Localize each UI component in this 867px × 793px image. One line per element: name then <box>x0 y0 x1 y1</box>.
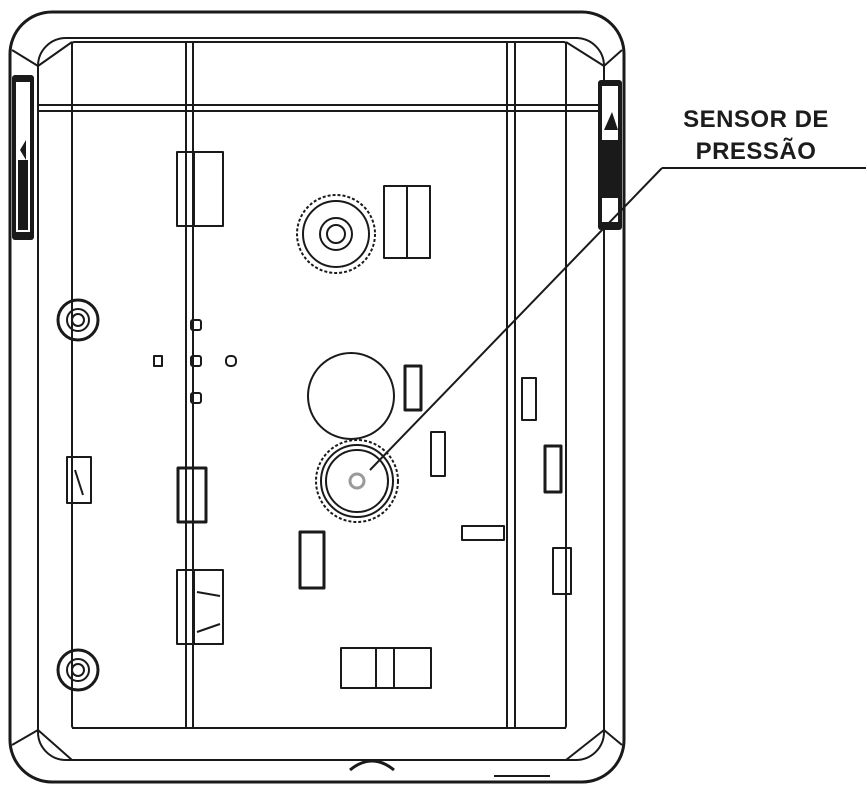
screw-boss-bottom <box>56 648 100 692</box>
screw-boss-top <box>56 298 100 342</box>
right-side-clip <box>598 80 622 230</box>
left-latch <box>66 456 92 504</box>
rail-block-bottom <box>176 569 224 645</box>
left-side-clip <box>12 75 34 240</box>
right-rail <box>506 42 516 728</box>
top-connector <box>383 185 431 259</box>
left-rail <box>185 42 194 728</box>
callout-line-2: PRESSÃO <box>695 138 817 165</box>
small-components <box>298 364 572 595</box>
pressure-sensor <box>315 439 399 523</box>
bottom-connector <box>340 647 432 689</box>
housing-outline <box>8 10 626 784</box>
top-gear-boss <box>296 194 376 274</box>
callout-leader-line <box>369 167 866 471</box>
rail-block-top <box>176 151 224 227</box>
rail-block-middle <box>176 466 208 524</box>
bottom-notch <box>349 759 550 777</box>
pin-cluster <box>153 319 237 404</box>
pressure-sensor-port <box>348 472 366 490</box>
callout-line-1: SENSOR DE <box>683 106 829 133</box>
round-cap <box>307 352 395 440</box>
callout-label: SENSOR DE PRESSÃO <box>648 104 864 168</box>
